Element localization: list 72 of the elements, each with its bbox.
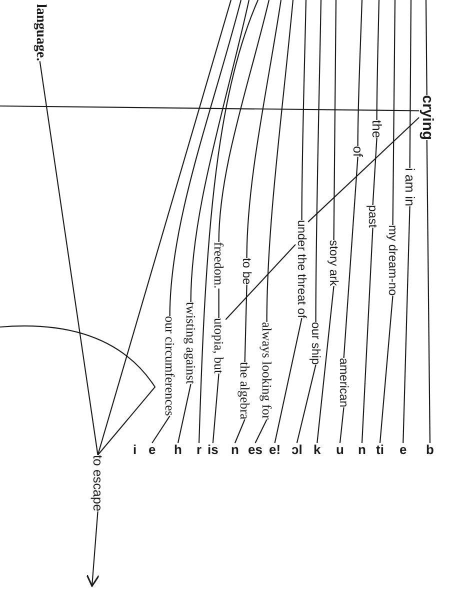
poem-text: language. — [32, 4, 48, 62]
poem-text: under the threat of — [296, 220, 308, 318]
letter-fragment: es — [248, 443, 262, 457]
connector-line — [0, 105, 419, 112]
poem-text: freedom. — [212, 242, 226, 289]
connector-line — [218, 288, 220, 318]
strand-line — [409, 0, 412, 168]
connector-line — [316, 286, 334, 444]
poem-text: to be — [240, 258, 254, 285]
connector-line — [402, 206, 410, 444]
strand-line — [315, 0, 322, 322]
connector-line — [339, 407, 344, 444]
poem-text: of — [351, 146, 365, 157]
strand-line — [333, 0, 337, 240]
poem-text: our circumferences — [163, 316, 177, 416]
letter-fragment: ɔl — [292, 443, 302, 457]
letter-fragment: ti — [376, 443, 384, 457]
strand-line — [392, 0, 396, 225]
connector-line — [379, 296, 394, 444]
strand-line — [266, 0, 294, 322]
poem-text: my dream-no — [386, 225, 400, 296]
poem-text: twisting against — [184, 302, 198, 384]
poem-text: to escape — [91, 455, 105, 512]
letter-fragment: e! — [269, 443, 281, 457]
strand-line — [169, 0, 242, 316]
strand-line — [376, 0, 380, 120]
letter-fragment: i — [133, 443, 137, 457]
letter-fragment: e — [400, 443, 407, 457]
poem-text: story ark — [328, 240, 340, 286]
poem-text: crying — [419, 95, 435, 140]
connector-line — [274, 318, 302, 444]
connector-line — [212, 374, 220, 444]
letter-fragment: is — [208, 443, 218, 457]
strand-line — [198, 0, 259, 444]
poem-text: american — [338, 358, 350, 408]
connector-line — [177, 384, 192, 444]
letter-fragment: n — [358, 443, 366, 457]
poem-text: utopia, but — [212, 318, 226, 374]
strand-line — [218, 0, 270, 242]
connector-line — [39, 61, 98, 456]
letter-fragment: r — [196, 443, 202, 457]
connector-line — [343, 156, 358, 358]
connector-line — [361, 228, 374, 444]
letter-fragment: b — [426, 443, 434, 457]
connector-line — [372, 138, 378, 206]
letter-fragment: k — [314, 443, 321, 457]
connector-line — [244, 284, 248, 362]
poem-text: always looking for — [260, 322, 274, 420]
poem-text: the algebra — [238, 362, 252, 420]
strand-line — [357, 0, 363, 146]
strand-line — [425, 0, 428, 95]
poem-text: i am in — [403, 168, 417, 206]
poem-text: past — [366, 205, 380, 228]
letter-fragment: h — [174, 443, 182, 457]
letter-fragment: e — [148, 443, 156, 457]
letter-fragment: u — [336, 443, 344, 457]
poem-text: the — [370, 120, 384, 138]
connector-line — [254, 419, 268, 444]
connector-line — [426, 140, 431, 443]
letter-fragment: n — [231, 443, 239, 457]
arrow — [86, 511, 100, 587]
arc-line — [0, 326, 156, 456]
strand-line — [246, 0, 282, 258]
connector-line — [234, 419, 246, 444]
strand-line — [301, 0, 307, 220]
poem-text: our ship — [310, 322, 322, 365]
connector-line — [152, 416, 170, 444]
strand-line — [190, 0, 250, 302]
connector-line — [296, 364, 316, 444]
connector-line — [225, 244, 296, 320]
connector-line — [97, 0, 232, 456]
connector-line — [308, 117, 420, 222]
